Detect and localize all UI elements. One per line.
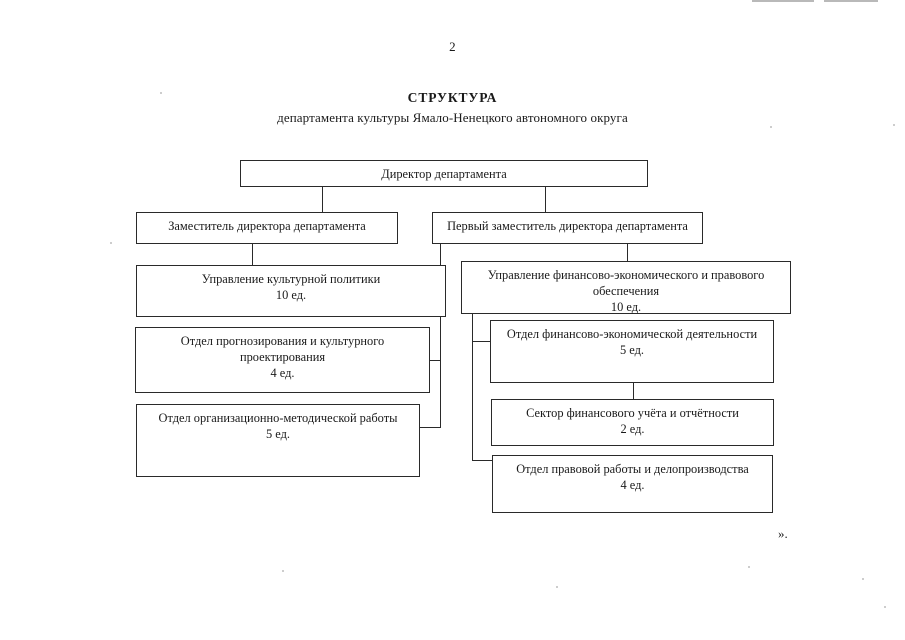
scan-speck xyxy=(884,606,886,608)
connector-deputy-left-to-culture xyxy=(252,243,253,266)
node-culture-policy-staff: 10 ед. xyxy=(275,288,307,302)
node-director-label: Директор департамента xyxy=(381,167,507,181)
connector-left-branch-to-forecasting xyxy=(430,360,441,361)
node-unit-forecasting[interactable]: Отдел прогнозирования и культурного прое… xyxy=(135,327,430,393)
connector-director-left-stem xyxy=(322,186,323,212)
node-org-method-staff: 5 ед. xyxy=(265,427,291,441)
connector-director-right-stem xyxy=(545,186,546,212)
node-finance-legal-name-2: обеспечения xyxy=(592,284,660,298)
closing-quote-mark: ». xyxy=(778,526,788,541)
scan-speck xyxy=(556,586,558,588)
node-forecasting-name-2: проектирования xyxy=(239,350,326,364)
scan-speck xyxy=(160,92,162,94)
node-director[interactable]: Директор департамента xyxy=(240,160,648,187)
node-deputy-director[interactable]: Заместитель директора департамента xyxy=(136,212,398,244)
node-legal-records-name: Отдел правовой работы и делопроизводства xyxy=(516,462,749,476)
node-financial-economic-name: Отдел финансово-экономической деятельнос… xyxy=(506,327,758,341)
node-financial-accounting-name: Сектор финансового учёта и отчётности xyxy=(526,406,739,420)
node-unit-org-method[interactable]: Отдел организационно-методической работы… xyxy=(136,404,420,477)
page-title: СТРУКТУРА xyxy=(407,90,498,105)
node-unit-legal-records[interactable]: Отдел правовой работы и делопроизводства… xyxy=(492,455,773,513)
node-department-finance-legal[interactable]: Управление финансово-экономического и пр… xyxy=(461,261,791,314)
scan-artifact-top-right xyxy=(752,0,814,2)
node-first-deputy-director[interactable]: Первый заместитель директора департамент… xyxy=(432,212,703,244)
node-deputy-director-label: Заместитель директора департамента xyxy=(168,219,366,233)
node-financial-accounting-staff: 2 ед. xyxy=(620,422,645,436)
scan-artifact-top-right-2 xyxy=(824,0,878,2)
node-finance-legal-staff: 10 ед. xyxy=(610,300,642,314)
page-number: 2 xyxy=(449,39,456,54)
node-legal-records-staff: 4 ед. xyxy=(620,478,645,492)
node-forecasting-staff: 4 ед. xyxy=(270,366,295,380)
node-unit-financial-economic[interactable]: Отдел финансово-экономической деятельнос… xyxy=(490,320,774,383)
scan-speck xyxy=(893,124,895,126)
page-subtitle: департамента культуры Ямало-Ненецкого ав… xyxy=(277,110,628,125)
scan-speck xyxy=(110,242,112,244)
scan-speck xyxy=(862,578,864,580)
node-org-method-name: Отдел организационно-методической работы xyxy=(158,411,398,425)
connector-first-deputy-drop xyxy=(440,243,441,266)
node-department-culture-policy[interactable]: Управление культурной политики 10 ед. xyxy=(136,265,446,317)
connector-right-branch-to-legal xyxy=(472,460,493,461)
node-first-deputy-director-label: Первый заместитель директора департамент… xyxy=(447,219,688,233)
connector-right-branch-spine xyxy=(472,313,473,461)
connector-fin-economic-to-sector xyxy=(633,383,634,399)
scan-speck xyxy=(748,566,750,568)
scan-speck xyxy=(282,570,284,572)
connector-left-branch-to-org-method xyxy=(420,427,441,428)
connector-deputy-right-to-finance xyxy=(627,243,628,262)
connector-left-branch-spine xyxy=(440,316,441,428)
node-culture-policy-name: Управление культурной политики xyxy=(201,272,381,286)
node-unit-financial-accounting[interactable]: Сектор финансового учёта и отчётности 2 … xyxy=(491,399,774,446)
node-finance-legal-name-1: Управление финансово-экономического и пр… xyxy=(487,268,765,282)
connector-right-branch-to-fin-economic xyxy=(472,341,491,342)
node-forecasting-name-1: Отдел прогнозирования и культурного xyxy=(180,334,385,348)
scan-speck xyxy=(770,126,772,128)
node-financial-economic-staff: 5 ед. xyxy=(619,343,645,357)
